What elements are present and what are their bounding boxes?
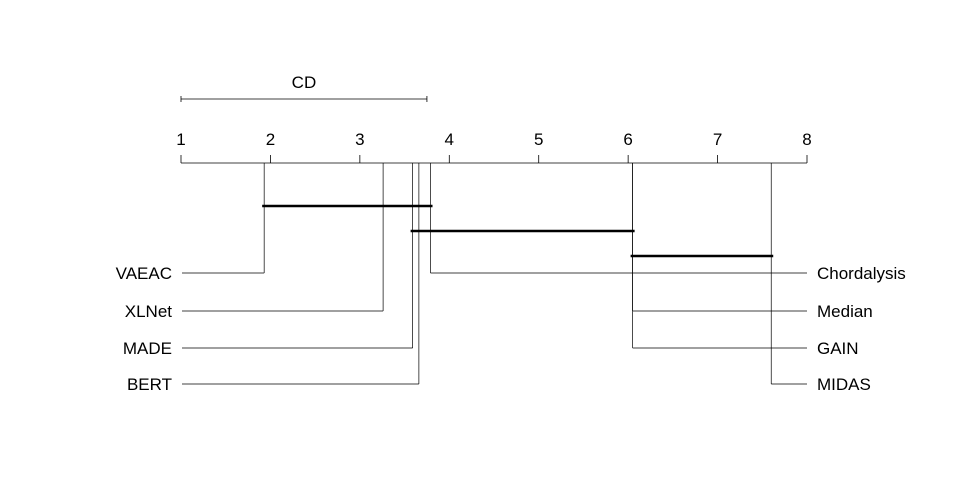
- critical-difference-bar: CD: [180, 73, 428, 102]
- axis-tick-label-4: 4: [445, 130, 454, 149]
- axis-tick-label-7: 7: [713, 130, 722, 149]
- axis-tick-label-2: 2: [266, 130, 275, 149]
- axis-tick-label-3: 3: [355, 130, 364, 149]
- method-bert: BERT: [127, 163, 420, 394]
- axis-tick-label-8: 8: [802, 130, 811, 149]
- method-vaeac: VAEAC: [116, 163, 265, 283]
- method-made: MADE: [123, 163, 413, 358]
- clique-bars: [262, 204, 774, 258]
- rank-axis: 1 2 3 4 5 6 7 8: [176, 130, 812, 164]
- axis-tick-label-1: 1: [176, 130, 185, 149]
- method-label: MIDAS: [817, 375, 871, 394]
- method-xlnet: XLNet: [125, 163, 384, 321]
- method-label: MADE: [123, 339, 172, 358]
- method-label: Median: [817, 302, 873, 321]
- method-midas: MIDAS: [770, 163, 871, 394]
- axis-tick-label-5: 5: [534, 130, 543, 149]
- method-label: VAEAC: [116, 264, 172, 283]
- method-label: Chordalysis: [817, 264, 906, 283]
- method-label: GAIN: [817, 339, 859, 358]
- method-median: Median: [632, 163, 873, 321]
- method-label: BERT: [127, 375, 172, 394]
- method-label: XLNet: [125, 302, 173, 321]
- method-chordalysis: Chordalysis: [430, 163, 906, 283]
- axis-tick-label-6: 6: [623, 130, 632, 149]
- cd-label: CD: [292, 73, 317, 92]
- method-gain: GAIN: [632, 163, 859, 358]
